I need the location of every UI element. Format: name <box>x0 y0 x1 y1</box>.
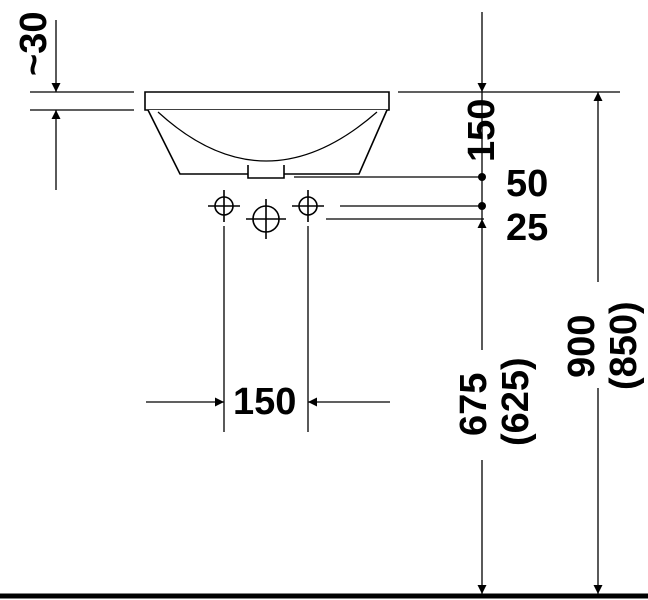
connection-spacing-label: 150 <box>233 381 296 423</box>
overall-height-label: 900 <box>561 315 603 378</box>
cold-water-connection-icon <box>208 190 240 222</box>
offset-50-label: 50 <box>506 163 548 205</box>
drain-outlet <box>247 165 285 179</box>
hot-water-connection-icon <box>292 190 324 222</box>
waste-connection-icon <box>246 199 286 239</box>
rim-thickness-label: ~30 <box>13 12 55 76</box>
basin-body <box>147 109 388 175</box>
basin-rim <box>144 91 390 111</box>
washbasin <box>144 91 390 179</box>
offset-25-label: 25 <box>506 207 548 249</box>
overall-height-alt-label: (850) <box>603 301 645 390</box>
connection-offset-dimensions <box>294 92 484 220</box>
connection-dots <box>478 173 486 210</box>
pipe-connections <box>208 190 324 239</box>
basin-inner-curve <box>157 111 378 162</box>
rim-to-outlet-dimension <box>398 12 620 93</box>
rim-thickness-dimension <box>30 20 134 190</box>
outlet-height-label: 675 <box>453 373 495 436</box>
connection-spacing-dimension <box>146 226 390 432</box>
outlet-height-alt-label: (625) <box>495 357 537 446</box>
